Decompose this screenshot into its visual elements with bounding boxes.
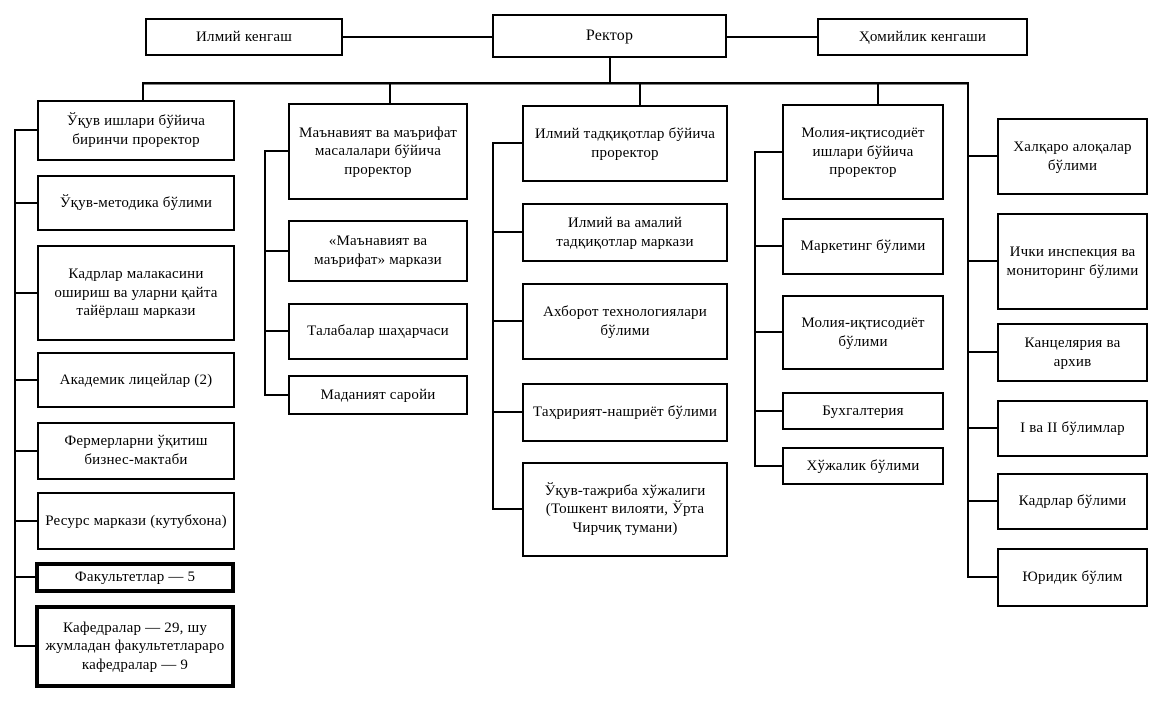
node-marketing-department: Маркетинг бўлими bbox=[782, 218, 944, 275]
node-editorial-publishing: Таҳририят-нашриёт бўлими bbox=[522, 383, 728, 442]
node-scientific-council: Илмий кенгаш bbox=[145, 18, 343, 56]
node-first-vice-rector-academic: Ўқув ишлари бўйича биринчи проректор bbox=[37, 100, 235, 161]
node-chancellery-archive: Канцелярия ва архив bbox=[997, 323, 1148, 382]
node-resource-center-library: Ресурс маркази (кутубхона) bbox=[37, 492, 235, 550]
node-academic-lyceums: Академик лицейлар (2) bbox=[37, 352, 235, 408]
node-it-department: Ахборот технологиялари бўлими bbox=[522, 283, 728, 360]
node-inspection-monitoring: Ички инспекция ва мониторинг бўлими bbox=[997, 213, 1148, 310]
node-finance-economics-department: Молия-иқтисодиёт бўлими bbox=[782, 295, 944, 370]
node-vice-rector-finance: Молия-иқтисодиёт ишлари бўйича проректор bbox=[782, 104, 944, 200]
node-trustees-council: Ҳомийлик кенгаши bbox=[817, 18, 1028, 56]
node-rector: Ректор bbox=[492, 14, 727, 58]
node-vice-rector-spirituality: Маънавият ва маърифат масалалари бўйича … bbox=[288, 103, 468, 200]
node-sections-1-2: I ва II бўлимлар bbox=[997, 400, 1148, 457]
node-vice-rector-research: Илмий тадқиқотлар бўйича проректор bbox=[522, 105, 728, 182]
node-hr-department: Кадрлар бўлими bbox=[997, 473, 1148, 530]
node-legal-department: Юридик бўлим bbox=[997, 548, 1148, 607]
node-staff-retraining-center: Кадрлар малакасини ошириш ва уларни қайт… bbox=[37, 245, 235, 341]
node-spirituality-center: «Маънавият ва маърифат» маркази bbox=[288, 220, 468, 282]
node-student-campus: Талабалар шаҳарчаси bbox=[288, 303, 468, 360]
node-farmers-business-school: Фермерларни ўқитиш бизнес-мактаби bbox=[37, 422, 235, 480]
node-applied-research-center: Илмий ва амалий тадқиқотлар маркази bbox=[522, 203, 728, 262]
node-faculties: Факультетлар — 5 bbox=[35, 562, 235, 593]
node-methodics-department: Ўқув-методика бўлими bbox=[37, 175, 235, 231]
node-household-department: Хўжалик бўлими bbox=[782, 447, 944, 485]
node-international-relations: Халқаро алоқалар бўлими bbox=[997, 118, 1148, 195]
node-experimental-farm: Ўқув-тажриба хўжалиги (Тошкент вилояти, … bbox=[522, 462, 728, 557]
node-departments-chairs: Кафедралар — 29, шу жумладан факультетла… bbox=[35, 605, 235, 688]
node-accounting: Бухгалтерия bbox=[782, 392, 944, 430]
node-culture-palace: Маданият саройи bbox=[288, 375, 468, 415]
